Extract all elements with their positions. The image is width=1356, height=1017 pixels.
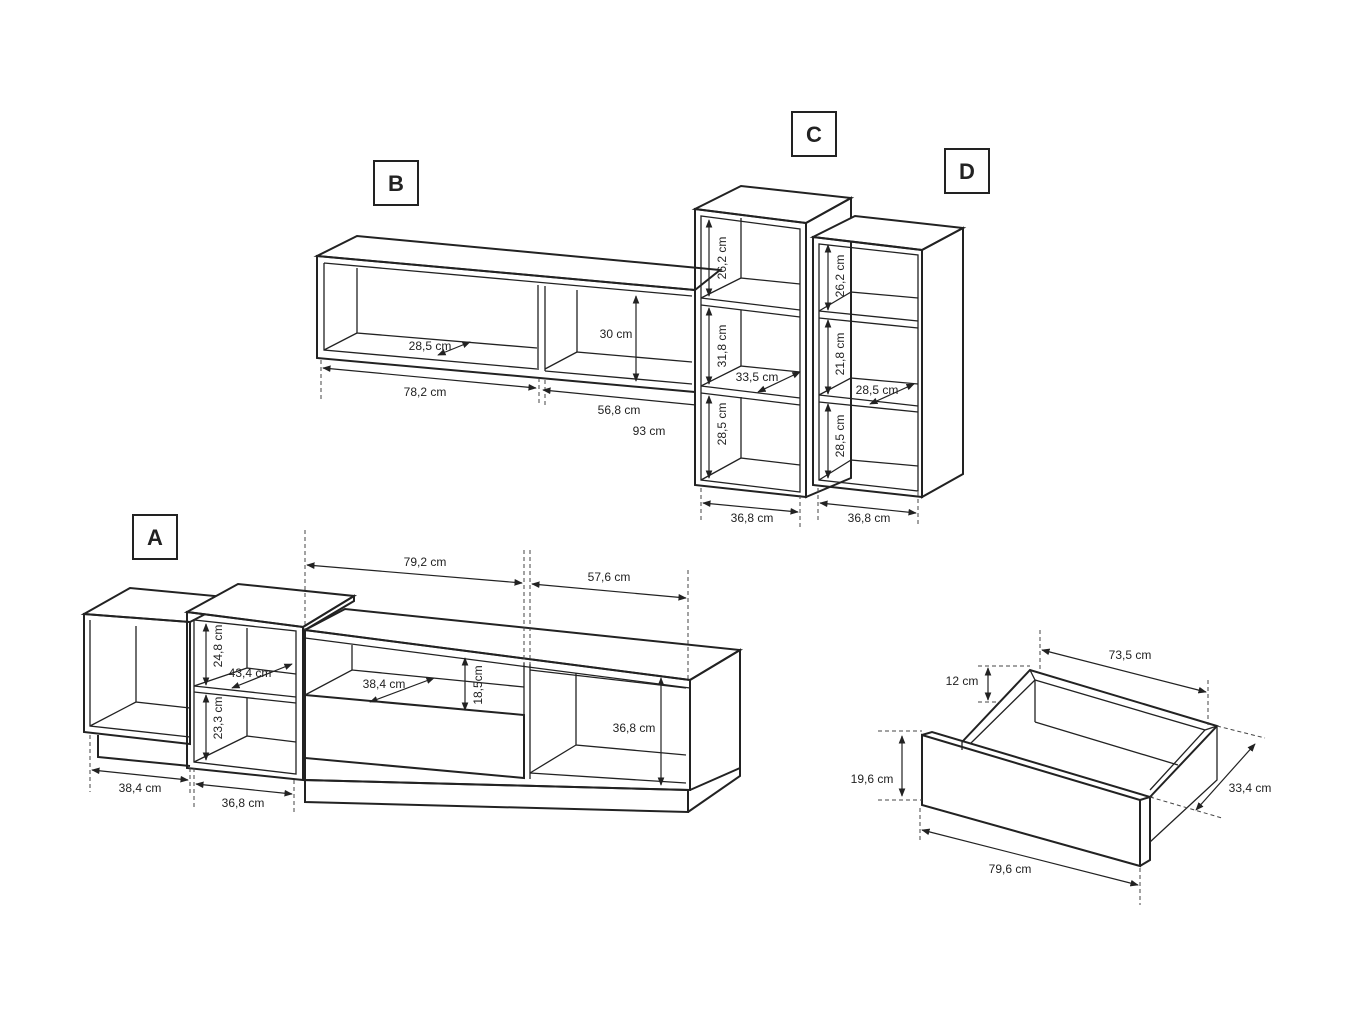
label-box-b	[373, 160, 419, 206]
drawer-detail	[921, 668, 1219, 868]
d-top-shelf: 26,2 cm	[833, 255, 847, 298]
c-width: 36,8 cm	[731, 511, 774, 525]
label-box-d	[944, 148, 990, 194]
unit-a: A	[80, 514, 744, 814]
a-drawer-height: 18,5cm	[471, 665, 485, 704]
b-shelf-depth: 28,5 cm	[409, 339, 452, 353]
c-depth: 33,5 cm	[736, 370, 779, 384]
a-right-width: 57,6 cm	[588, 570, 631, 584]
unit-d: D	[809, 148, 990, 499]
a-top-width: 79,2 cm	[404, 555, 447, 569]
c-mid-shelf: 31,8 cm	[715, 325, 729, 368]
drawer-side-height: 12 cm	[946, 674, 979, 688]
c-bottom-shelf: 28,5 cm	[715, 403, 729, 446]
d-depth: 28,5 cm	[856, 383, 899, 397]
b-width-left: 78,2 cm	[404, 385, 447, 399]
drawer-depth: 33,4 cm	[1229, 781, 1272, 795]
label-box-c	[791, 111, 837, 157]
dimension-lines	[89, 219, 1266, 905]
b-height: 30 cm	[600, 327, 633, 341]
d-width: 36,8 cm	[848, 511, 891, 525]
c-top-shelf: 26,2 cm	[715, 237, 729, 280]
a-right-height: 36,8 cm	[613, 721, 656, 735]
a-tower-width: 36,8 cm	[222, 796, 265, 810]
label-a: A	[147, 525, 163, 550]
b-width-right: 56,8 cm	[598, 403, 641, 417]
unit-b: B	[313, 160, 723, 394]
a-bottom-shelf: 23,3 cm	[211, 697, 225, 740]
label-c: C	[806, 122, 822, 147]
unit-c: C	[691, 111, 855, 499]
drawer-width-back: 73,5 cm	[1109, 648, 1152, 662]
drawer-front-width: 79,6 cm	[989, 862, 1032, 876]
label-box-a	[132, 514, 178, 560]
a-left-width: 38,4 cm	[119, 781, 162, 795]
label-d: D	[959, 159, 975, 184]
label-b: B	[388, 171, 404, 196]
a-depth: 43,4 cm	[229, 666, 272, 680]
d-mid-shelf: 21,8 cm	[833, 333, 847, 376]
d-bottom-shelf: 28,5 cm	[833, 415, 847, 458]
drawer-front-height: 19,6 cm	[851, 772, 894, 786]
a-drawer-depth: 38,4 cm	[363, 677, 406, 691]
b-total-width: 93 cm	[633, 424, 666, 438]
dimension-labels: 28,5 cm 30 cm 78,2 cm 56,8 cm 93 cm 26,2…	[119, 237, 1272, 876]
a-top-shelf: 24,8 cm	[211, 625, 225, 668]
